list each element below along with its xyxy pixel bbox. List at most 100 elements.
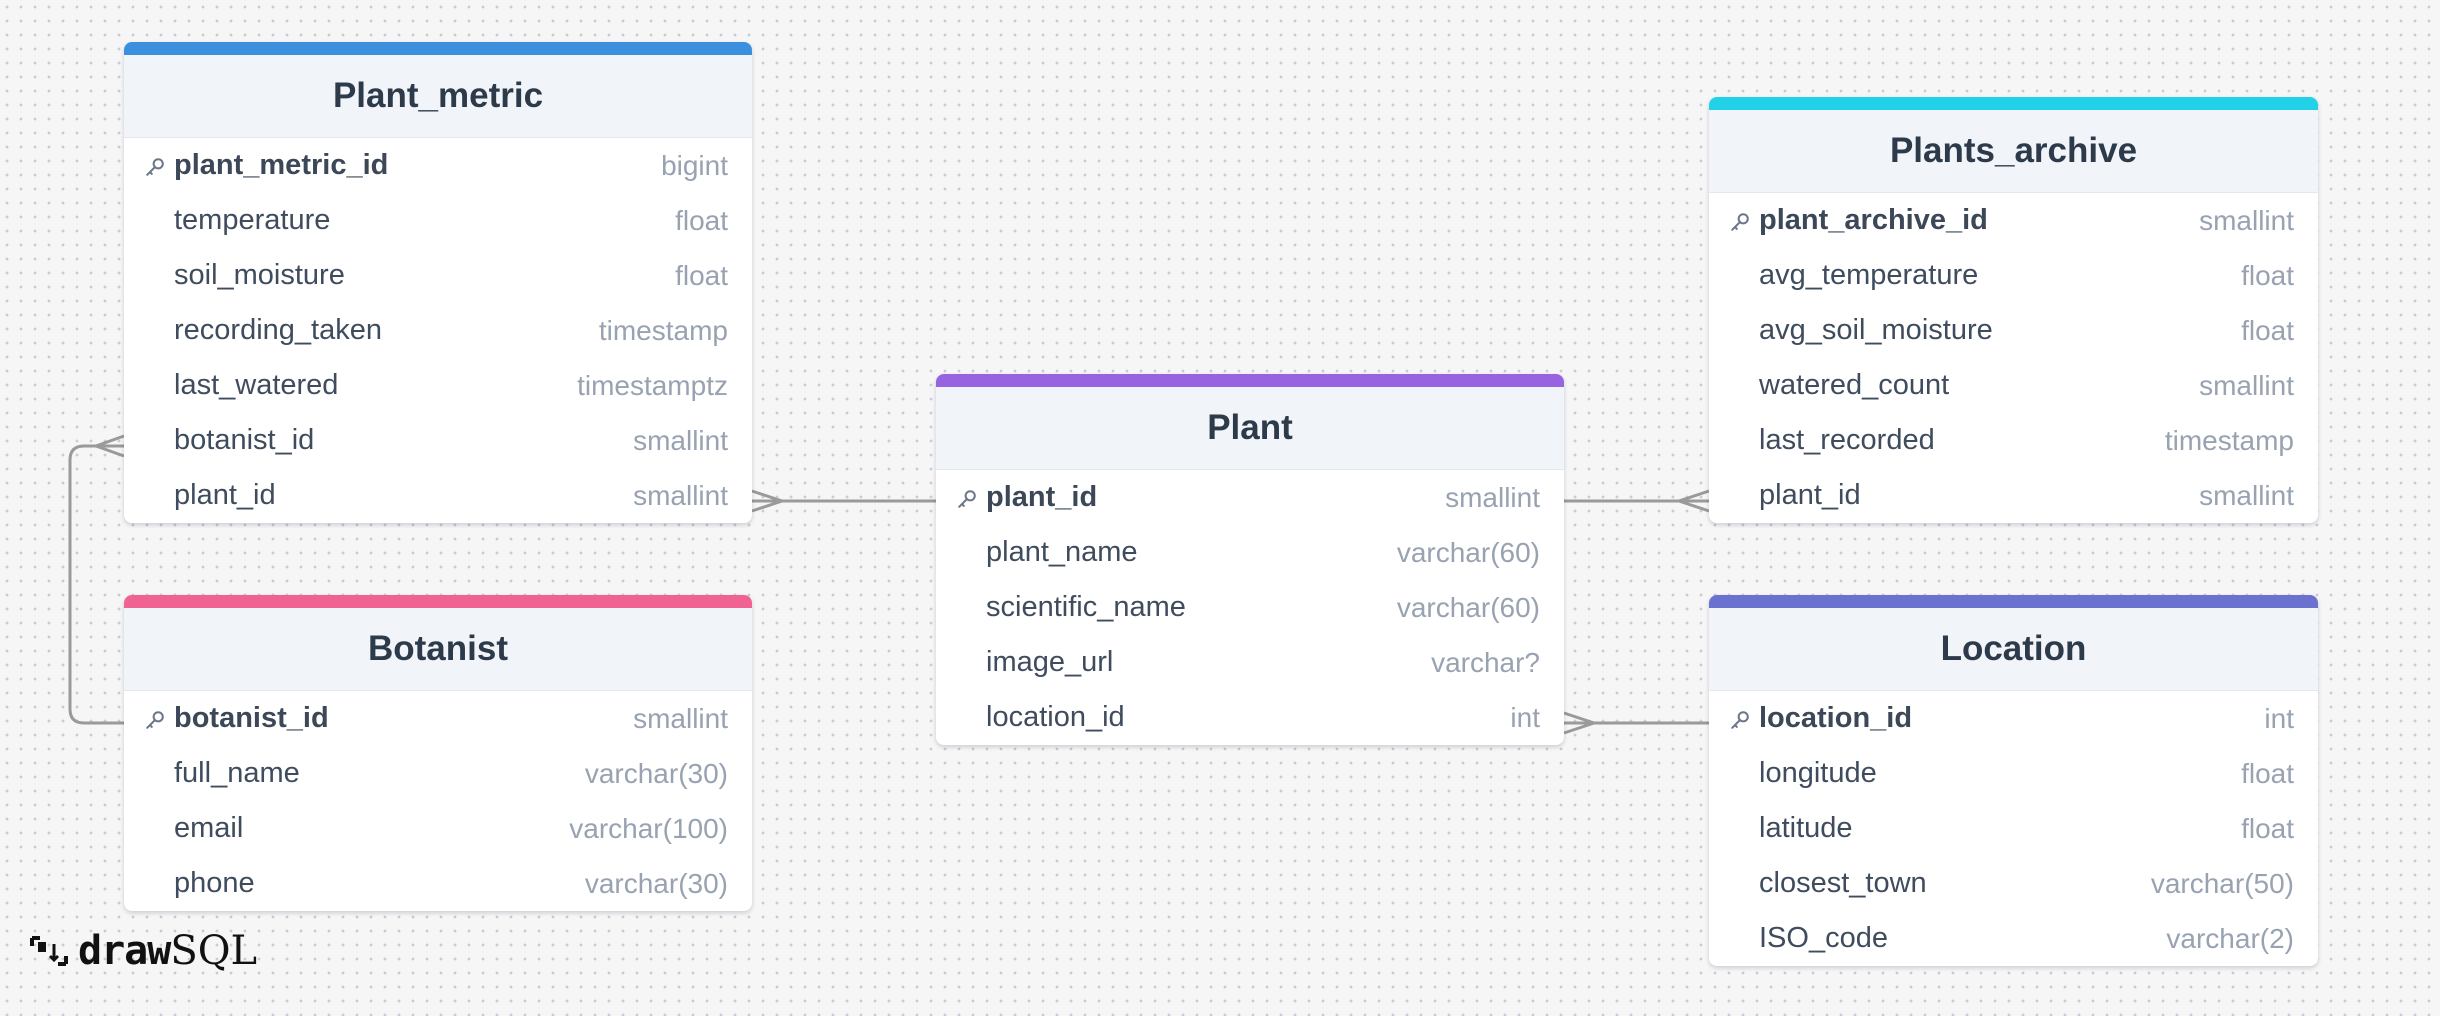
- column-type: int: [2264, 702, 2294, 734]
- column-type: smallint: [2199, 479, 2294, 511]
- column-type: float: [2241, 812, 2294, 844]
- column-type: smallint: [633, 424, 728, 456]
- column-type: float: [2241, 314, 2294, 346]
- column-type: varchar(30): [584, 867, 728, 899]
- drawsql-logo-icon: [30, 936, 68, 966]
- table-header[interactable]: Plant: [936, 387, 1564, 470]
- table-color-bar: [124, 42, 752, 55]
- column-type: varchar(60): [1396, 536, 1540, 568]
- column-name: scientific_name: [986, 591, 1186, 623]
- column-row[interactable]: longitude float: [1709, 746, 2318, 801]
- column-name: watered_count: [1759, 369, 1950, 401]
- column-type: smallint: [2199, 369, 2294, 401]
- column-row[interactable]: image_url varchar?: [936, 635, 1564, 690]
- column-type: timestamp: [598, 314, 728, 346]
- column-name: plant_id: [986, 481, 1098, 513]
- column-row[interactable]: plant_name varchar(60): [936, 525, 1564, 580]
- column-type: timestamptz: [577, 369, 728, 401]
- table-header[interactable]: Plant_metric: [124, 55, 752, 138]
- column-type: varchar?: [1431, 646, 1540, 678]
- logo-text-draw: draw: [78, 928, 171, 974]
- column-name: botanist_id: [174, 702, 329, 734]
- column-name: avg_soil_moisture: [1759, 314, 1993, 346]
- column-row[interactable]: latitude float: [1709, 801, 2318, 856]
- column-row[interactable]: watered_count smallint: [1709, 358, 2318, 413]
- column-name: email: [174, 812, 244, 844]
- column-type: int: [1510, 701, 1540, 733]
- column-type: varchar(60): [1396, 591, 1540, 623]
- key-icon: [1731, 213, 1749, 231]
- crows-foot-plant-metric: [751, 489, 787, 513]
- table-title: Location: [1940, 629, 2087, 668]
- table-plant-metric[interactable]: Plant_metric plant_metric_id bigint tempera…: [124, 42, 752, 523]
- column-name: full_name: [174, 757, 300, 789]
- column-name: botanist_id: [174, 424, 315, 456]
- table-title: Plants_archive: [1889, 131, 2138, 170]
- column-row[interactable]: botanist_id smallint: [124, 413, 752, 468]
- column-name: plant_metric_id: [174, 149, 389, 181]
- key-icon: [146, 711, 164, 729]
- column-name: soil_moisture: [174, 259, 345, 291]
- table-title: Plant: [1207, 408, 1293, 447]
- table-header[interactable]: Plants_archive: [1709, 110, 2318, 193]
- logo-text-sql: SQL: [170, 928, 258, 974]
- column-name: longitude: [1759, 757, 1877, 789]
- key-icon: [1731, 711, 1749, 729]
- column-name: image_url: [986, 646, 1114, 678]
- table-plants-archive[interactable]: Plants_archive plant_archive_id smallint av…: [1709, 97, 2318, 523]
- table-header[interactable]: Botanist: [124, 608, 752, 691]
- column-name: plant_name: [986, 536, 1138, 568]
- column-row[interactable]: last_watered timestamptz: [124, 358, 752, 413]
- column-type: smallint: [633, 479, 728, 511]
- column-type: bigint: [661, 149, 728, 181]
- column-type: timestamp: [2164, 424, 2294, 456]
- column-name: last_watered: [174, 369, 339, 401]
- table-color-bar: [936, 374, 1564, 387]
- column-type: varchar(30): [584, 757, 728, 789]
- crows-foot-archive: [1674, 489, 1710, 513]
- column-type: float: [2241, 757, 2294, 789]
- table-header[interactable]: Location: [1709, 608, 2318, 691]
- column-row[interactable]: last_recorded timestamp: [1709, 413, 2318, 468]
- column-name: phone: [174, 867, 255, 899]
- column-row[interactable]: phone varchar(30): [124, 856, 752, 911]
- column-row[interactable]: scientific_name varchar(60): [936, 580, 1564, 635]
- table-color-bar: [1709, 97, 2318, 110]
- table-color-bar: [1709, 595, 2318, 608]
- crows-foot-botanist: [91, 434, 125, 458]
- column-type: smallint: [2199, 204, 2294, 236]
- column-name: latitude: [1759, 812, 1853, 844]
- column-type: varchar(50): [2150, 867, 2294, 899]
- column-row[interactable]: avg_soil_moisture float: [1709, 303, 2318, 358]
- column-row[interactable]: plant_metric_id bigint: [124, 138, 752, 193]
- key-icon: [146, 158, 164, 176]
- column-name: last_recorded: [1759, 424, 1935, 456]
- column-name: location_id: [986, 701, 1125, 733]
- column-row[interactable]: botanist_id smallint: [124, 691, 752, 746]
- column-name: ISO_code: [1759, 922, 1888, 954]
- column-row[interactable]: full_name varchar(30): [124, 746, 752, 801]
- crows-foot-location: [1563, 711, 1599, 735]
- column-type: smallint: [633, 702, 728, 734]
- column-name: avg_temperature: [1759, 259, 1979, 291]
- table-color-bar: [124, 595, 752, 608]
- column-name: plant_archive_id: [1759, 204, 1988, 236]
- column-row[interactable]: plant_archive_id smallint: [1709, 193, 2318, 248]
- column-type: float: [675, 204, 728, 236]
- column-row[interactable]: location_id int: [936, 690, 1564, 745]
